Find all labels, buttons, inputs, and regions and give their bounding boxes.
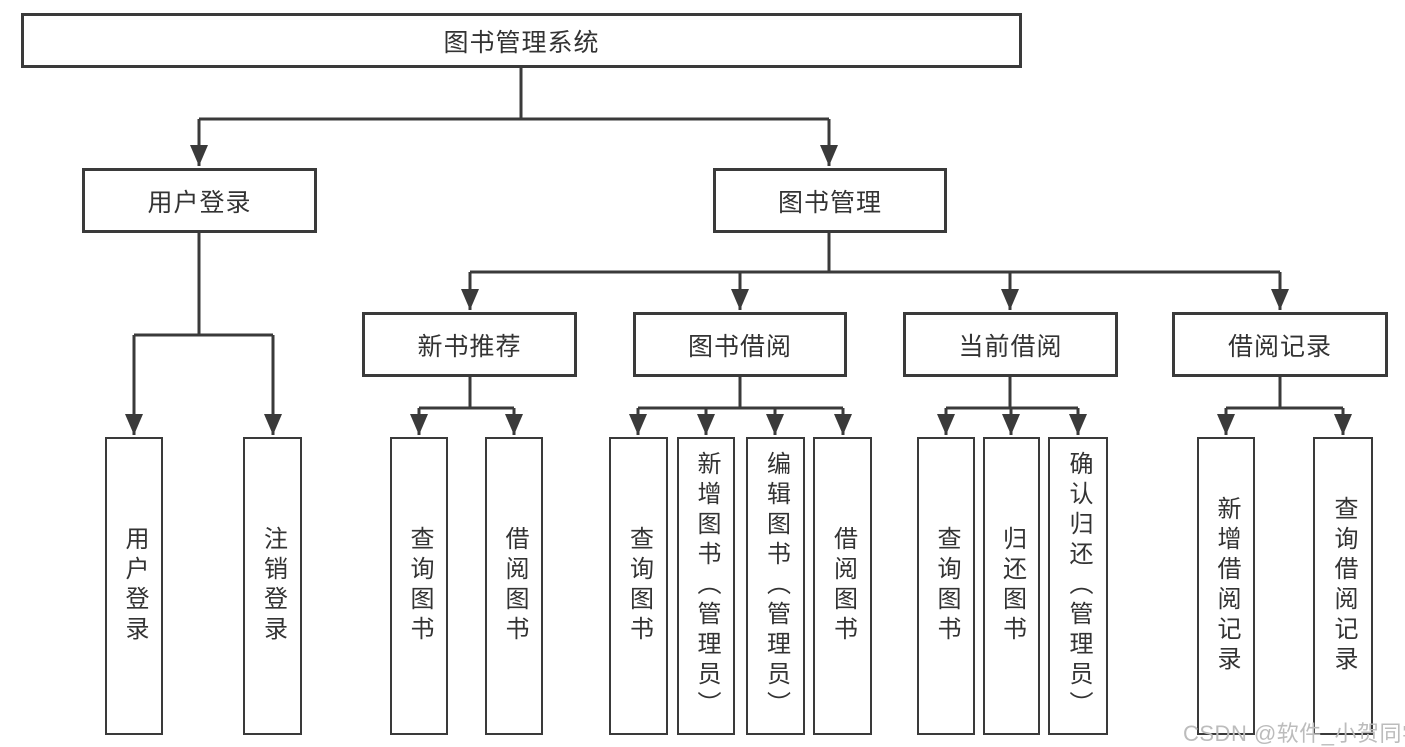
node-user-login-label: 用户登录 [147, 188, 252, 217]
leaf-nbr-borrow-book: 借阅图书 [485, 437, 543, 735]
leaf-bb-borrow-book: 借阅图书 [813, 437, 872, 735]
leaf-bb-edit-book-label: 编辑图书（管理员） [762, 451, 790, 721]
node-borrow-records-label: 借阅记录 [1227, 332, 1332, 361]
leaf-br-add-record-label: 新增借阅记录 [1213, 496, 1240, 676]
leaf-logout: 注销登录 [243, 437, 302, 735]
node-library-system-label: 图书管理系统 [443, 28, 600, 57]
node-book-borrow-label: 图书借阅 [687, 332, 792, 361]
node-current-borrow: 当前借阅 [903, 312, 1118, 377]
leaf-cb-query-book: 查询图书 [917, 437, 975, 735]
leaf-cb-query-book-label: 查询图书 [933, 526, 960, 646]
node-current-borrow-label: 当前借阅 [958, 332, 1063, 361]
leaf-cb-return-book: 归还图书 [983, 437, 1040, 735]
node-user-login: 用户登录 [82, 168, 317, 233]
leaf-nbr-query-book-label: 查询图书 [406, 526, 433, 646]
leaf-nbr-query-book: 查询图书 [390, 437, 448, 735]
leaf-cb-confirm-return-label: 确认归还（管理员） [1065, 451, 1092, 721]
leaf-bb-edit-book: 编辑图书（管理员） [746, 437, 805, 735]
leaf-br-query-record: 查询借阅记录 [1313, 437, 1373, 735]
node-borrow-records: 借阅记录 [1172, 312, 1388, 377]
node-book-management-label: 图书管理 [777, 188, 882, 217]
node-library-system: 图书管理系统 [21, 13, 1022, 68]
watermark: CSDN @软件_小贺同学 [1183, 721, 1405, 746]
leaf-br-add-record: 新增借阅记录 [1197, 437, 1255, 735]
connector-skeleton [134, 68, 1343, 410]
leaf-cb-return-book-label: 归还图书 [998, 526, 1026, 646]
leaf-bb-borrow-book-label: 借阅图书 [829, 526, 857, 646]
node-new-book-recommend: 新书推荐 [362, 312, 577, 377]
node-book-management: 图书管理 [713, 168, 947, 233]
leaf-bb-add-book-label: 新增图书（管理员） [693, 451, 720, 721]
leaf-nbr-borrow-book-label: 借阅图书 [501, 526, 528, 646]
node-new-book-recommend-label: 新书推荐 [417, 332, 522, 361]
leaf-bb-query-book: 查询图书 [609, 437, 668, 735]
leaf-logout-label: 注销登录 [259, 526, 287, 646]
node-book-borrow: 图书借阅 [633, 312, 847, 377]
leaf-user-login-label: 用户登录 [121, 526, 148, 646]
leaf-user-login: 用户登录 [105, 437, 163, 735]
connector-arrows [125, 119, 1352, 435]
leaf-bb-add-book: 新增图书（管理员） [677, 437, 735, 735]
leaf-bb-query-book-label: 查询图书 [625, 526, 653, 646]
leaf-br-query-record-label: 查询借阅记录 [1330, 496, 1357, 676]
leaf-cb-confirm-return: 确认归还（管理员） [1048, 437, 1108, 735]
